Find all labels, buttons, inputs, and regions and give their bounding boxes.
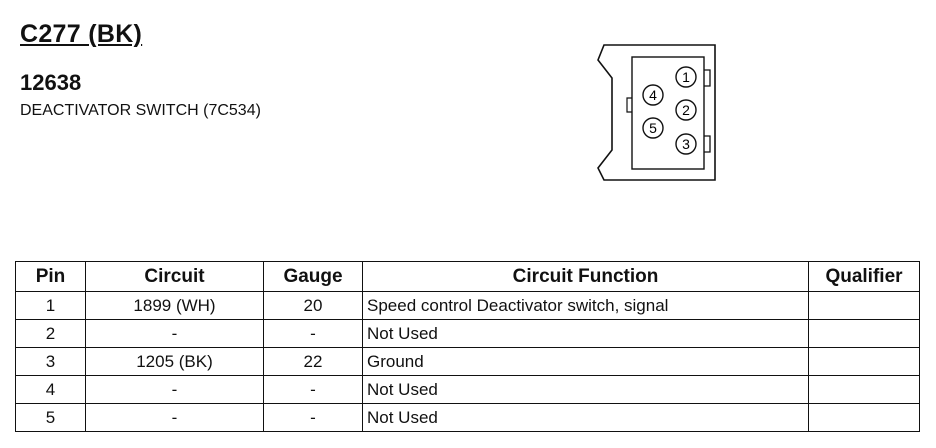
qualifier-cell <box>808 319 920 348</box>
column-header-circuit-function: Circuit Function <box>362 261 809 292</box>
pin-cell: 2 <box>15 319 86 348</box>
latch-tab-top <box>704 69 711 87</box>
circuit-function-cell: Speed control Deactivator switch, signal <box>362 291 809 320</box>
part-description: DEACTIVATOR SWITCH (7C534) <box>20 102 261 119</box>
qualifier-cell <box>808 347 920 376</box>
table-row: 2 - - Not Used <box>15 319 920 348</box>
table-row: 1 1899 (WH) 20 Speed control Deactivator… <box>15 291 920 320</box>
connector-cavity <box>631 56 705 170</box>
circuit-function-cell: Not Used <box>362 375 809 404</box>
svg-text:1: 1 <box>682 69 690 85</box>
svg-text:5: 5 <box>649 120 657 136</box>
pin-5: 5 <box>642 117 664 139</box>
latch-tab-bottom <box>704 135 711 153</box>
table-row: 5 - - Not Used <box>15 403 920 432</box>
circuit-cell: 1899 (WH) <box>85 291 264 320</box>
pin-cell: 5 <box>15 403 86 432</box>
gauge-cell: - <box>263 403 363 432</box>
circuit-function-cell: Ground <box>362 347 809 376</box>
connector-housing <box>597 44 716 181</box>
qualifier-cell <box>808 291 920 320</box>
pin-cell: 4 <box>15 375 86 404</box>
cavity-notch-left <box>626 97 632 113</box>
gauge-cell: 22 <box>263 347 363 376</box>
circuit-function-cell: Not Used <box>362 319 809 348</box>
gauge-cell: - <box>263 319 363 348</box>
svg-text:2: 2 <box>682 102 690 118</box>
qualifier-cell <box>808 403 920 432</box>
svg-text:3: 3 <box>682 136 690 152</box>
pin-cell: 3 <box>15 347 86 376</box>
pin-1: 1 <box>675 66 697 88</box>
connector-id: C277 (BK) <box>20 20 143 48</box>
gauge-cell: 20 <box>263 291 363 320</box>
qualifier-cell <box>808 375 920 404</box>
pin-3: 3 <box>675 133 697 155</box>
pin-2: 2 <box>675 99 697 121</box>
column-header-qualifier: Qualifier <box>808 261 920 292</box>
circuit-cell: - <box>85 403 264 432</box>
column-header-pin: Pin <box>15 261 86 292</box>
svg-text:4: 4 <box>649 87 657 103</box>
part-number: 12638 <box>20 70 82 95</box>
gauge-cell: - <box>263 375 363 404</box>
pinout-table: Pin Circuit Gauge Circuit Function Quali… <box>15 261 920 432</box>
circuit-cell: - <box>85 375 264 404</box>
table-header-row: Pin Circuit Gauge Circuit Function Quali… <box>15 261 920 292</box>
circuit-cell: 1205 (BK) <box>85 347 264 376</box>
pin-cell: 1 <box>15 291 86 320</box>
pin-4: 4 <box>642 84 664 106</box>
connector-face-diagram: 1 2 3 4 5 <box>597 44 716 181</box>
table-row: 4 - - Not Used <box>15 375 920 404</box>
table-row: 3 1205 (BK) 22 Ground <box>15 347 920 376</box>
circuit-function-cell: Not Used <box>362 403 809 432</box>
column-header-circuit: Circuit <box>85 261 264 292</box>
circuit-cell: - <box>85 319 264 348</box>
column-header-gauge: Gauge <box>263 261 363 292</box>
